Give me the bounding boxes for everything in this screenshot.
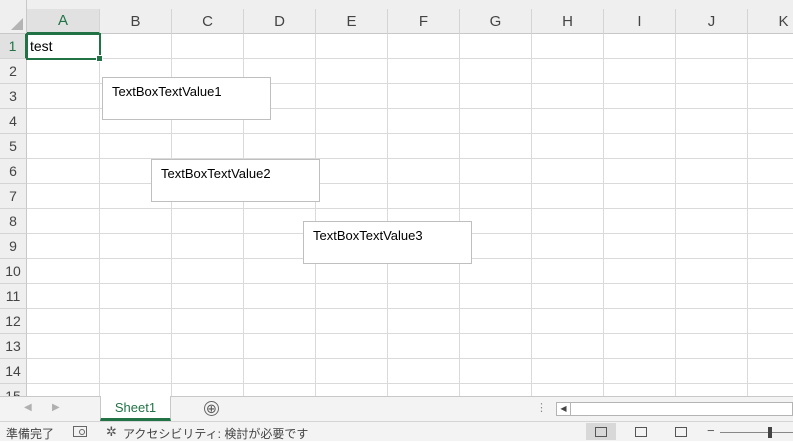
gridline [603, 34, 604, 396]
gridline [27, 183, 793, 184]
column-header-g[interactable]: G [460, 9, 532, 34]
gridline [27, 208, 793, 209]
header-top-strip [27, 0, 793, 9]
page-layout-icon[interactable] [626, 423, 656, 440]
gridline [27, 308, 793, 309]
status-ready: 準備完了 [6, 427, 55, 441]
sheet-tab-bar: ◀ ▶ Sheet1 ⊕ ⋮ ◀ [0, 396, 793, 421]
gridline [315, 34, 316, 396]
fill-handle[interactable] [96, 55, 103, 62]
gridline [27, 108, 793, 109]
row-header-4[interactable]: 4 [0, 109, 27, 134]
nav-right-icon[interactable]: ▶ [52, 402, 60, 413]
row-header-12[interactable]: 12 [0, 309, 27, 334]
row-header-8[interactable]: 8 [0, 209, 27, 234]
select-all-icon [11, 18, 23, 30]
cell-a1[interactable]: test [30, 38, 53, 54]
status-bar: 準備完了 ✲ アクセシビリティ: 検討が必要です − [0, 421, 793, 441]
column-header-h[interactable]: H [532, 9, 604, 34]
macro-record-icon[interactable] [73, 426, 87, 437]
gridline [747, 34, 748, 396]
row-header-1[interactable]: 1 [0, 34, 27, 59]
gridline [387, 34, 388, 396]
gridline [27, 333, 793, 334]
textbox-1[interactable]: TextBoxTextValue1 [102, 77, 271, 120]
row-header-7[interactable]: 7 [0, 184, 27, 209]
gridline [531, 34, 532, 396]
column-header-c[interactable]: C [172, 9, 244, 34]
gridline [27, 133, 793, 134]
zoom-slider-thumb[interactable] [768, 427, 772, 438]
horizontal-scrollbar[interactable]: ◀ [556, 402, 793, 416]
row-header-14[interactable]: 14 [0, 359, 27, 384]
zoom-out-button[interactable]: − [707, 423, 715, 438]
gridline [27, 358, 793, 359]
row-header-10[interactable]: 10 [0, 259, 27, 284]
nav-left-icon[interactable]: ◀ [24, 402, 32, 413]
add-sheet-icon[interactable]: ⊕ [204, 401, 219, 416]
column-header-d[interactable]: D [244, 9, 316, 34]
gridline [171, 34, 172, 396]
gridline [27, 383, 793, 384]
scroll-left-icon[interactable]: ◀ [557, 403, 571, 415]
page-break-icon[interactable] [666, 423, 696, 440]
row-header-13[interactable]: 13 [0, 334, 27, 359]
normal-view-icon[interactable] [586, 423, 616, 440]
row-header-11[interactable]: 11 [0, 284, 27, 309]
accessibility-status[interactable]: アクセシビリティ: 検討が必要です [123, 427, 309, 441]
zoom-slider[interactable] [720, 432, 793, 433]
gridline [27, 283, 793, 284]
gridline [99, 34, 100, 396]
row-header-5[interactable]: 5 [0, 134, 27, 159]
active-cell-cursor[interactable] [26, 33, 103, 62]
textbox-2[interactable]: TextBoxTextValue2 [151, 159, 320, 202]
textbox-3[interactable]: TextBoxTextValue3 [303, 221, 472, 264]
select-all-button[interactable] [0, 0, 27, 34]
column-header-a[interactable]: A [27, 9, 100, 34]
row-header-2[interactable]: 2 [0, 59, 27, 84]
column-header-k[interactable]: K [748, 9, 793, 34]
row-header-9[interactable]: 9 [0, 234, 27, 259]
column-header-f[interactable]: F [388, 9, 460, 34]
gridline [243, 34, 244, 396]
column-header-e[interactable]: E [316, 9, 388, 34]
gridline [27, 158, 793, 159]
column-header-i[interactable]: I [604, 9, 676, 34]
row-header-6[interactable]: 6 [0, 159, 27, 184]
worksheet-grid[interactable]: A B C D E F G H I J K 1 2 3 4 5 6 7 8 9 … [0, 0, 793, 396]
gridline [27, 83, 793, 84]
sheet-tab-sheet1[interactable]: Sheet1 [100, 396, 171, 421]
row-header-15[interactable]: 15 [0, 384, 27, 396]
column-header-b[interactable]: B [100, 9, 172, 34]
gridline [675, 34, 676, 396]
gridline [459, 34, 460, 396]
column-header-j[interactable]: J [676, 9, 748, 34]
row-header-3[interactable]: 3 [0, 84, 27, 109]
gridline [27, 58, 793, 59]
tab-splitter-handle[interactable]: ⋮ [536, 402, 547, 414]
accessibility-icon[interactable]: ✲ [106, 424, 117, 439]
